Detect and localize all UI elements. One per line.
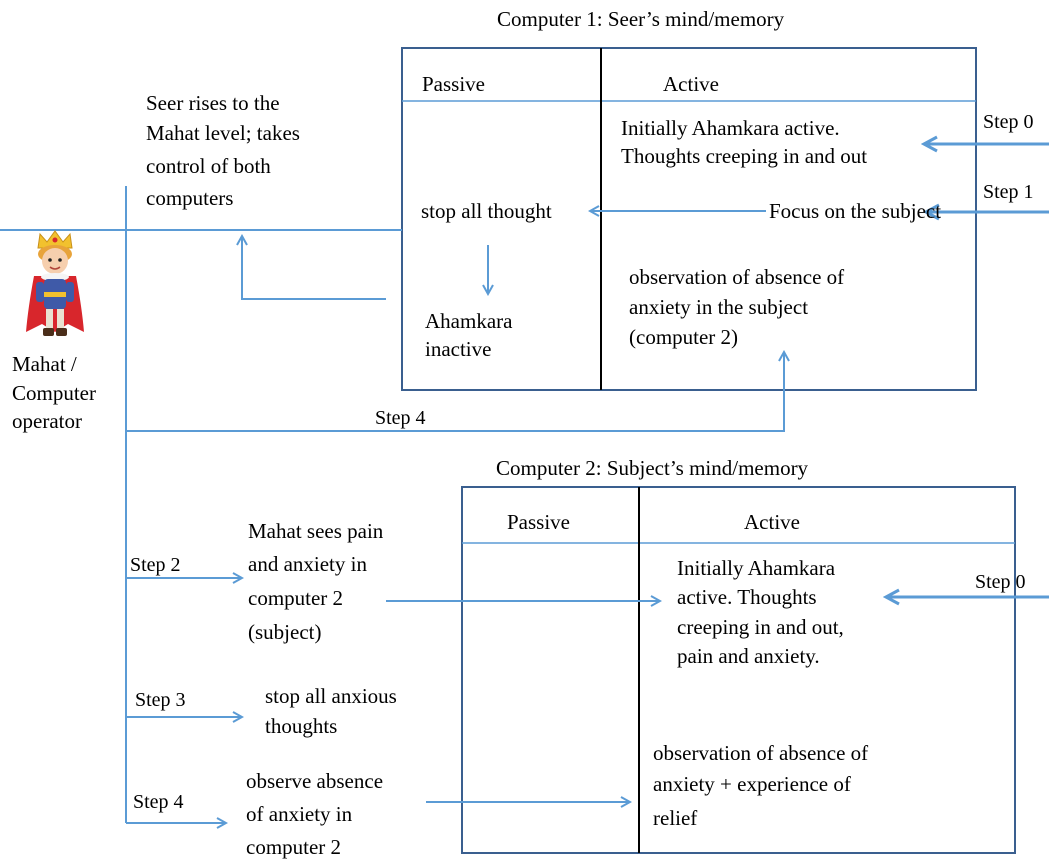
computer2-initial-line1: Initially Ahamkara xyxy=(677,556,836,580)
operator-label-line1: Mahat / xyxy=(12,352,77,376)
operator-label-line3: operator xyxy=(12,409,82,433)
computer1-inactive-line1: Ahamkara xyxy=(425,309,513,333)
c1-step1-label: Step 1 xyxy=(983,181,1034,203)
step2-action-line2: and anxiety in xyxy=(248,552,367,576)
step4-action-line2: of anxiety in xyxy=(246,802,353,826)
computer2-title: Computer 2: Subject’s mind/memory xyxy=(496,456,809,480)
computer2-observation-line1: observation of absence of xyxy=(653,741,869,765)
computer2-initial-line3: creeping in and out, xyxy=(677,615,844,639)
step2-action-line1: Mahat sees pain xyxy=(248,519,384,543)
computer2-observation-line2: anxiety + experience of xyxy=(653,772,851,796)
operator-label-line2: Computer xyxy=(12,381,96,405)
computer1-observation-line1: observation of absence of xyxy=(629,265,845,289)
step2-action-line4: (subject) xyxy=(248,620,322,644)
c1-step0-label: Step 0 xyxy=(983,111,1034,133)
computer2-initial-line2: active. Thoughts xyxy=(677,585,817,609)
computer2-box xyxy=(461,486,1016,854)
computer2-observation-line3: relief xyxy=(653,806,698,830)
computer1-stop: stop all thought xyxy=(421,199,552,223)
computer2-passive-label: Passive xyxy=(507,510,570,534)
step4-action-line1: observe absence xyxy=(246,769,384,793)
seer-rise-arrow xyxy=(242,236,386,300)
step3-label: Step 3 xyxy=(135,689,186,711)
computer2-active-label: Active xyxy=(744,510,800,534)
computer1-inactive-line2: inactive xyxy=(425,337,492,361)
king-figure-icon xyxy=(26,230,84,336)
computer1-initial-line2: Thoughts creeping in and out xyxy=(621,144,868,168)
seer-note-line4: computers xyxy=(146,186,234,210)
computer1-passive-label: Passive xyxy=(422,72,485,96)
computer1-observation-line3: (computer 2) xyxy=(629,325,739,349)
computer1-initial-line1: Initially Ahamkara active. xyxy=(621,116,840,140)
computer1-focus: Focus on the subject xyxy=(769,199,942,223)
seer-note-line1: Seer rises to the xyxy=(146,91,280,115)
c1-step4-arrow xyxy=(126,352,784,432)
computer1-box xyxy=(401,47,977,391)
step2-action-line3: computer 2 xyxy=(248,586,344,610)
c2-step0-label: Step 0 xyxy=(975,571,1026,593)
step4-action-line3: computer 2 xyxy=(246,835,342,859)
computer1-title: Computer 1: Seer’s mind/memory xyxy=(497,7,785,31)
seer-note-line3: control of both xyxy=(146,154,271,178)
c1-step4-label: Step 4 xyxy=(375,407,426,429)
step3-action-line2: thoughts xyxy=(265,714,338,738)
step4-label: Step 4 xyxy=(133,791,184,813)
computer1-observation-line2: anxiety in the subject xyxy=(629,295,809,319)
computer2-initial-line4: pain and anxiety. xyxy=(677,644,820,668)
seer-note-line2: Mahat level; takes xyxy=(146,121,300,145)
step2-label: Step 2 xyxy=(130,554,181,576)
step3-action-line1: stop all anxious xyxy=(265,684,397,708)
computer1-active-label: Active xyxy=(663,72,719,96)
